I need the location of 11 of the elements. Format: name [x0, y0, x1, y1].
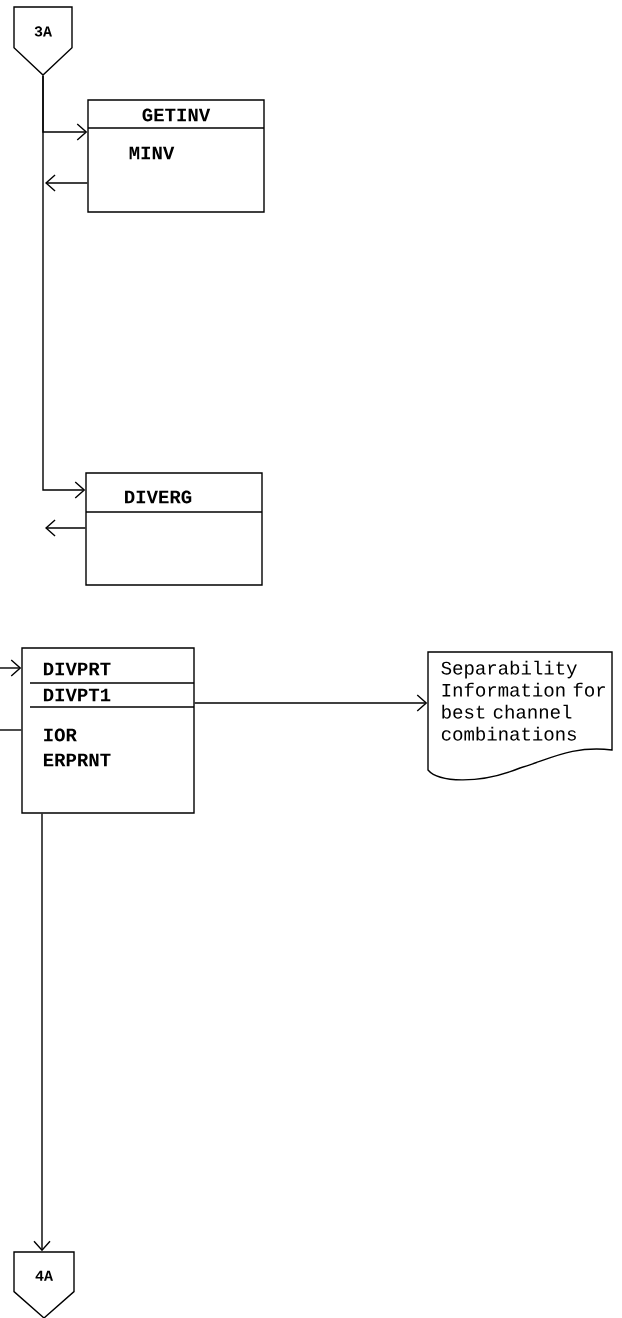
arrow: [45, 519, 86, 537]
off-page-connector: 3A: [13, 6, 73, 76]
arrow: [194, 694, 428, 712]
arrow: [45, 174, 88, 192]
arrow: [0, 659, 22, 677]
off-page-connector: 4A: [13, 1251, 75, 1318]
routine-box: GETINV MINV: [87, 99, 265, 213]
arrow: [33, 813, 51, 1252]
routine-box: DIVPRT DIVPT1 IOR ERPRNT: [21, 647, 195, 814]
routine-box: DIVERG: [85, 472, 263, 586]
arrow: [42, 75, 86, 499]
